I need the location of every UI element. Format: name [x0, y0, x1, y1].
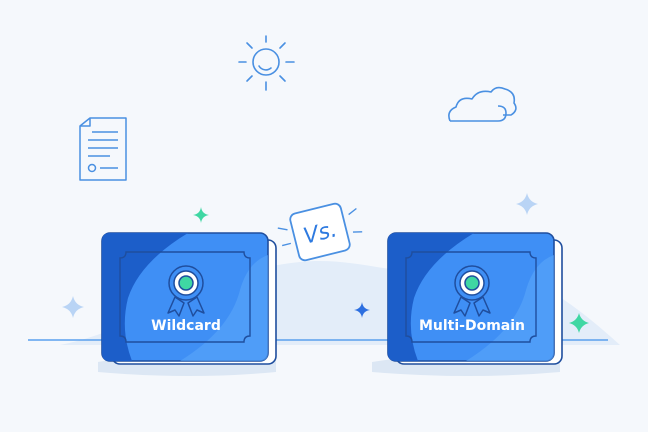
- award-ribbon-icon: [453, 265, 491, 317]
- card-highlight: [180, 255, 268, 361]
- sparkle-icon: [569, 313, 589, 333]
- sun-icon: [238, 35, 295, 91]
- award-ribbon-icon: [167, 265, 205, 317]
- card-inner-border: [119, 251, 251, 343]
- card-shade: [388, 233, 474, 361]
- wildcard-certificate-card: [98, 232, 277, 376]
- vs-badge: Vs.: [277, 202, 363, 262]
- sparkle-icon: [193, 207, 209, 223]
- card-highlight: [466, 255, 554, 361]
- cloud-icon: [448, 86, 517, 122]
- sparkle-icon: [62, 296, 84, 318]
- card-inner-border: [405, 251, 537, 343]
- multi-domain-certificate-card: [372, 232, 563, 376]
- multi-domain-label: Multi-Domain: [418, 318, 526, 334]
- sparkle-icon: [354, 302, 370, 318]
- card-shade: [102, 233, 188, 361]
- document-icon: [79, 117, 127, 181]
- sparkle-icon: [516, 193, 538, 215]
- wildcard-label: Wildcard: [151, 318, 221, 334]
